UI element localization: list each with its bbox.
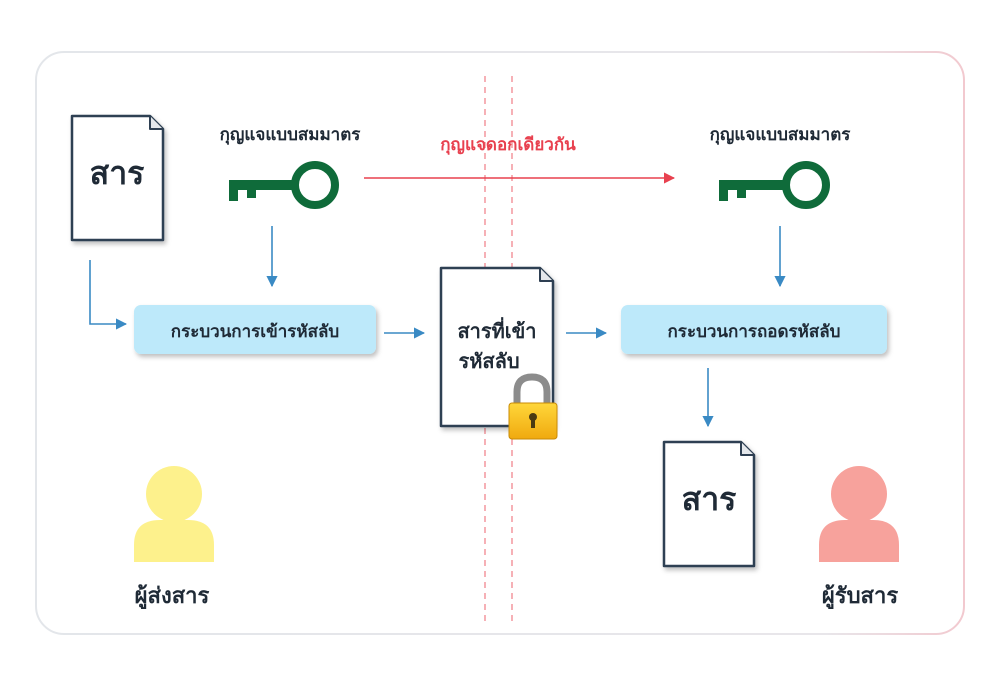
sender-key-icon <box>229 161 339 209</box>
sender-document-to-process-arrow <box>89 260 128 330</box>
ciphertext-label-line2: รหัสลับ <box>458 349 519 373</box>
receiver-person-label: ผู้รับสาร <box>822 584 898 610</box>
sender-key-label: กุญแจแบบสมมาตร <box>220 125 362 145</box>
receiver-key-label: กุญแจแบบสมมาตร <box>710 125 852 145</box>
padlock-icon <box>508 373 558 440</box>
sender-avatar <box>134 466 214 562</box>
sender-document <box>70 114 165 242</box>
channel-divider <box>484 76 513 622</box>
receiver-document <box>662 440 756 568</box>
sender-document-label: สาร <box>90 154 145 192</box>
decryption-process-label: กระบวนการถอดรหัสลับ <box>668 322 841 342</box>
sender-person-label: ผู้ส่งสาร <box>135 584 210 610</box>
ciphertext-document <box>439 266 555 428</box>
shared-key-label: กุญแจดอกเดียวกัน <box>440 134 576 155</box>
receiver-key-icon <box>719 161 830 209</box>
decryption-process-box <box>621 305 887 354</box>
ciphertext-label-line1: สารที่เข้า <box>457 316 536 343</box>
encryption-process-label: กระบวนการเข้ารหัสลับ <box>171 322 339 342</box>
receiver-document-label: สาร <box>682 480 737 518</box>
encryption-process-box <box>134 305 376 354</box>
receiver-avatar <box>819 466 899 562</box>
